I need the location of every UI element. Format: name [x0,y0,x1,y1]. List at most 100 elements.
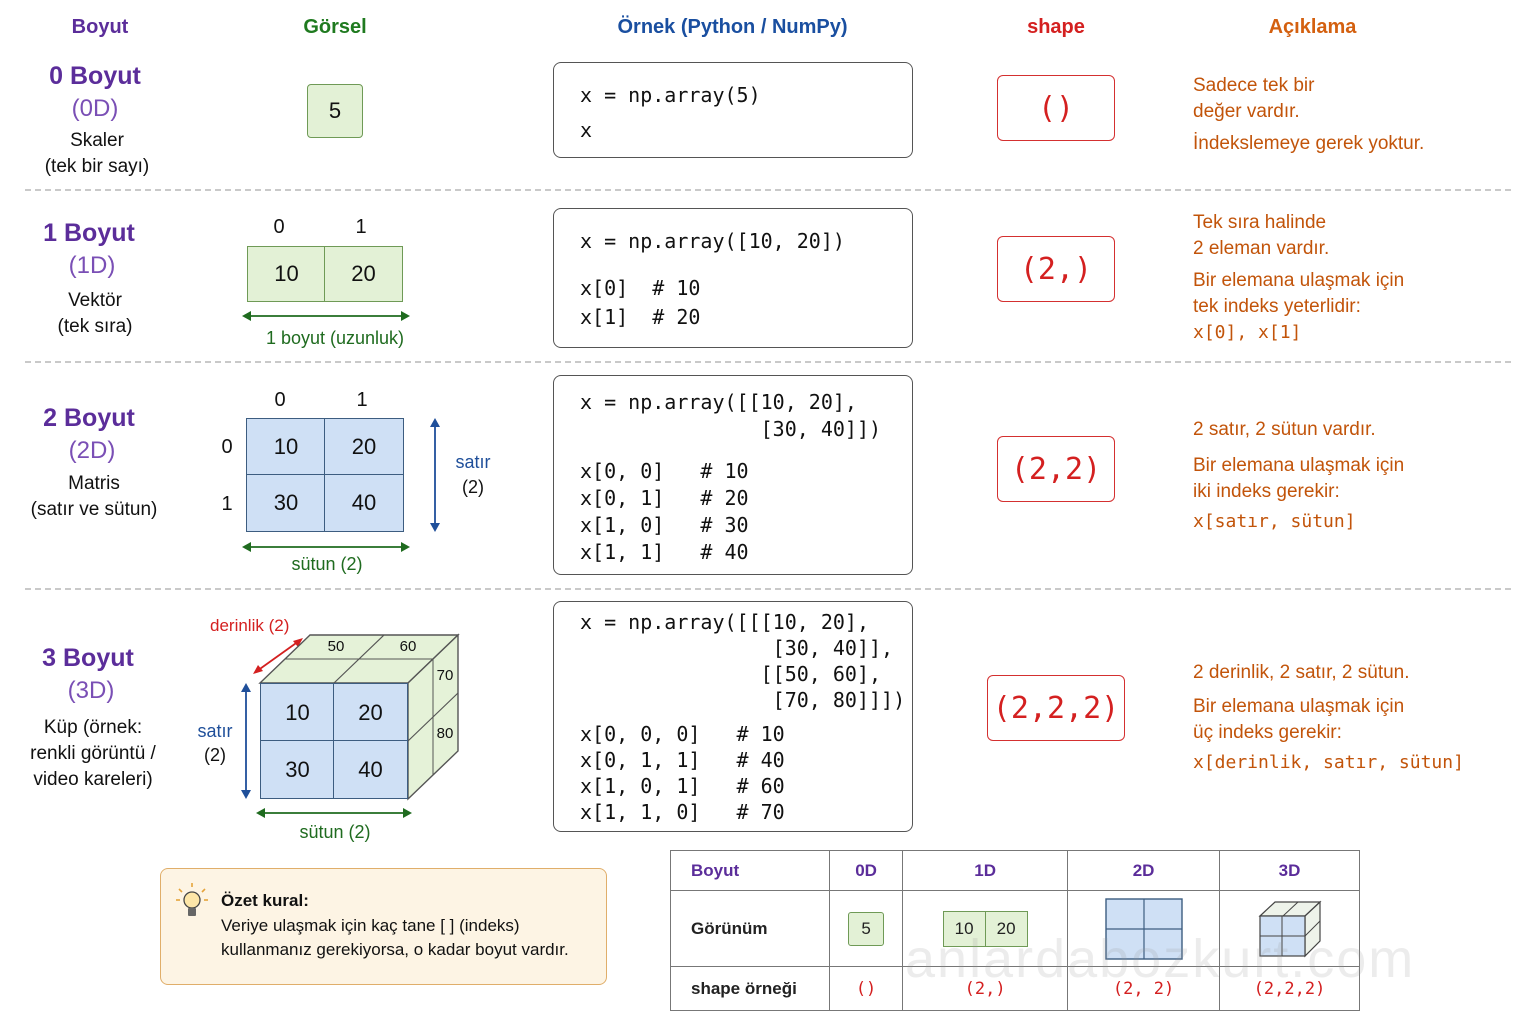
vector-cell: 20 [324,246,403,302]
scalar-cell: 5 [307,84,363,138]
header-shape: shape [1027,16,1085,38]
row-axis-count: (2) [204,745,226,765]
row1-title: 1 Boyut [43,219,135,247]
table-header-cell: Boyut [670,850,830,891]
code-box-3d: x = np.array([[[10, 20], [30, 40]], [[50… [553,601,913,832]
code-line: x[0, 0, 0] # 10 [580,722,785,746]
row-index-label: 0 [221,436,233,458]
back-cell: 70 [436,667,454,684]
row2-desc: Matris (satır ve sütun) [0,471,189,523]
mini-vector-cell: 10 [942,910,986,947]
row-axis-label: satır [197,721,233,741]
col-arrow [256,808,412,818]
row-separator [25,189,1511,191]
code-line: x[0, 1, 1] # 40 [580,748,785,772]
explain-line: tek indeks yeterlidir: [1193,296,1361,317]
row2-desc-line1: Matris [68,473,120,494]
code-line: x = np.array([10, 20]) [580,229,845,253]
back-cell: 60 [399,638,417,655]
shape-box-0d: () [997,75,1115,141]
length-arrow [242,311,410,321]
explain-line: Bir elemana ulaşmak için [1193,455,1405,476]
row3-desc-line1: Küp (örnek: [43,717,143,738]
cube-front-cell: 10 [260,683,335,742]
cube-front-cell: 40 [333,740,408,799]
col-arrow [242,542,410,552]
table-shape-cell: () [828,966,904,1011]
row2-subtitle: (2D) [68,437,116,464]
code-line: [30, 40]]) [580,417,882,441]
row2-desc-line2: (satır ve sütun) [30,499,158,520]
mini-matrix-icon [1104,897,1183,960]
table-view-3d [1219,890,1360,967]
vector-cell: 10 [247,246,326,302]
row3-subtitle: (3D) [67,677,115,704]
explain-line: üç indeks gerekir: [1193,722,1342,743]
row0-title: 0 Boyut [49,62,141,90]
code-line: x[1] # 20 [580,305,701,329]
col-index-label: 0 [274,389,286,411]
code-box-1d: x = np.array([10, 20]) x[0] # 10 x[1] # … [553,208,913,348]
code-line: x[1, 0] # 30 [580,513,749,537]
table-shape-cell: (2,2,2) [1219,966,1360,1011]
row3-desc-line2: renkli görüntü / [30,743,156,764]
matrix-cell: 10 [246,418,326,476]
depth-label: derinlik (2) [210,616,290,635]
shape-box-2d: (2,2) [997,436,1115,502]
code-line: x = np.array([[[10, 20], [580,610,869,634]
explain-line: Sadece tek bir [1193,75,1315,96]
explain-3d: 2 derinlik, 2 satır, 2 sütun. Bir eleman… [1193,660,1464,776]
header-gorsel: Görsel [303,16,367,38]
table-row-label: Görünüm [670,890,830,967]
explain-line: Bir elemana ulaşmak için [1193,696,1405,717]
explain-line: Bir elemana ulaşmak için [1193,270,1405,291]
header-aciklama: Açıklama [1268,16,1357,38]
code-box-0d: x = np.array(5) x [553,62,913,158]
code-line: x = np.array([[10, 20], [580,390,857,414]
shape-box-3d: (2,2,2) [987,675,1125,741]
explain-2d: 2 satır, 2 sütun vardır. Bir elemana ula… [1193,417,1404,535]
depth-arrow [253,638,303,674]
explain-line: değer vardır. [1193,101,1300,122]
code-line: x[1, 1, 0] # 70 [580,800,785,824]
col-index-label: 1 [356,389,368,411]
row0-desc-line2: (tek bir sayı) [44,156,150,177]
row2-title: 2 Boyut [43,404,135,432]
explain-line: 2 satır, 2 sütun vardır. [1193,419,1376,440]
code-line: x[1, 1] # 40 [580,540,749,564]
explain-line: x[0], x[1] [1193,322,1302,343]
table-shape-cell: (2, 2) [1067,966,1220,1011]
explain-line: x[derinlik, satır, sütun] [1193,752,1464,773]
code-line: [[50, 60], [580,662,882,686]
row0-desc: Skaler (tek bir sayı) [2,128,192,180]
row-axis-count: (2) [462,477,484,497]
row3-desc-line3: video kareleri) [33,769,153,790]
table-header-cell: 3D [1219,850,1360,891]
header-boyut: Boyut [71,16,129,38]
table-view-1d: 10 20 [902,890,1069,967]
mini-cube-icon [1257,900,1322,957]
row1-desc-line2: (tek sıra) [57,316,133,337]
col-axis-label: sütun (2) [299,822,371,842]
row-separator [25,588,1511,590]
summary-title: Özet kural: [221,891,309,910]
explain-line: x[satır, sütun] [1193,511,1356,532]
row3-desc: Küp (örnek: renkli görüntü / video karel… [0,715,188,793]
matrix-cell: 20 [324,418,404,476]
cube-front-cell: 20 [333,683,408,742]
explain-1d: Tek sıra halinde 2 eleman vardır. Bir el… [1193,210,1404,346]
back-cell: 80 [436,725,454,742]
mini-vector: 10 20 [942,910,1028,947]
explain-line: iki indeks gerekir: [1193,481,1340,502]
matrix-cell: 30 [246,474,326,532]
index-label: 0 [273,216,285,238]
watermark: anlardabozkurt.com [905,929,1416,989]
code-line: [70, 80]]]) [580,688,906,712]
code-line: x = np.array(5) [580,83,761,107]
table-view-0d: 5 [828,890,904,967]
row1-subtitle: (1D) [68,252,116,279]
code-line: x[0, 0] # 10 [580,459,749,483]
table-header-cell: 2D [1067,850,1220,891]
summary-rule-box: Özet kural: Veriye ulaşmak için kaç tane… [160,868,607,985]
code-line: x [580,118,593,142]
